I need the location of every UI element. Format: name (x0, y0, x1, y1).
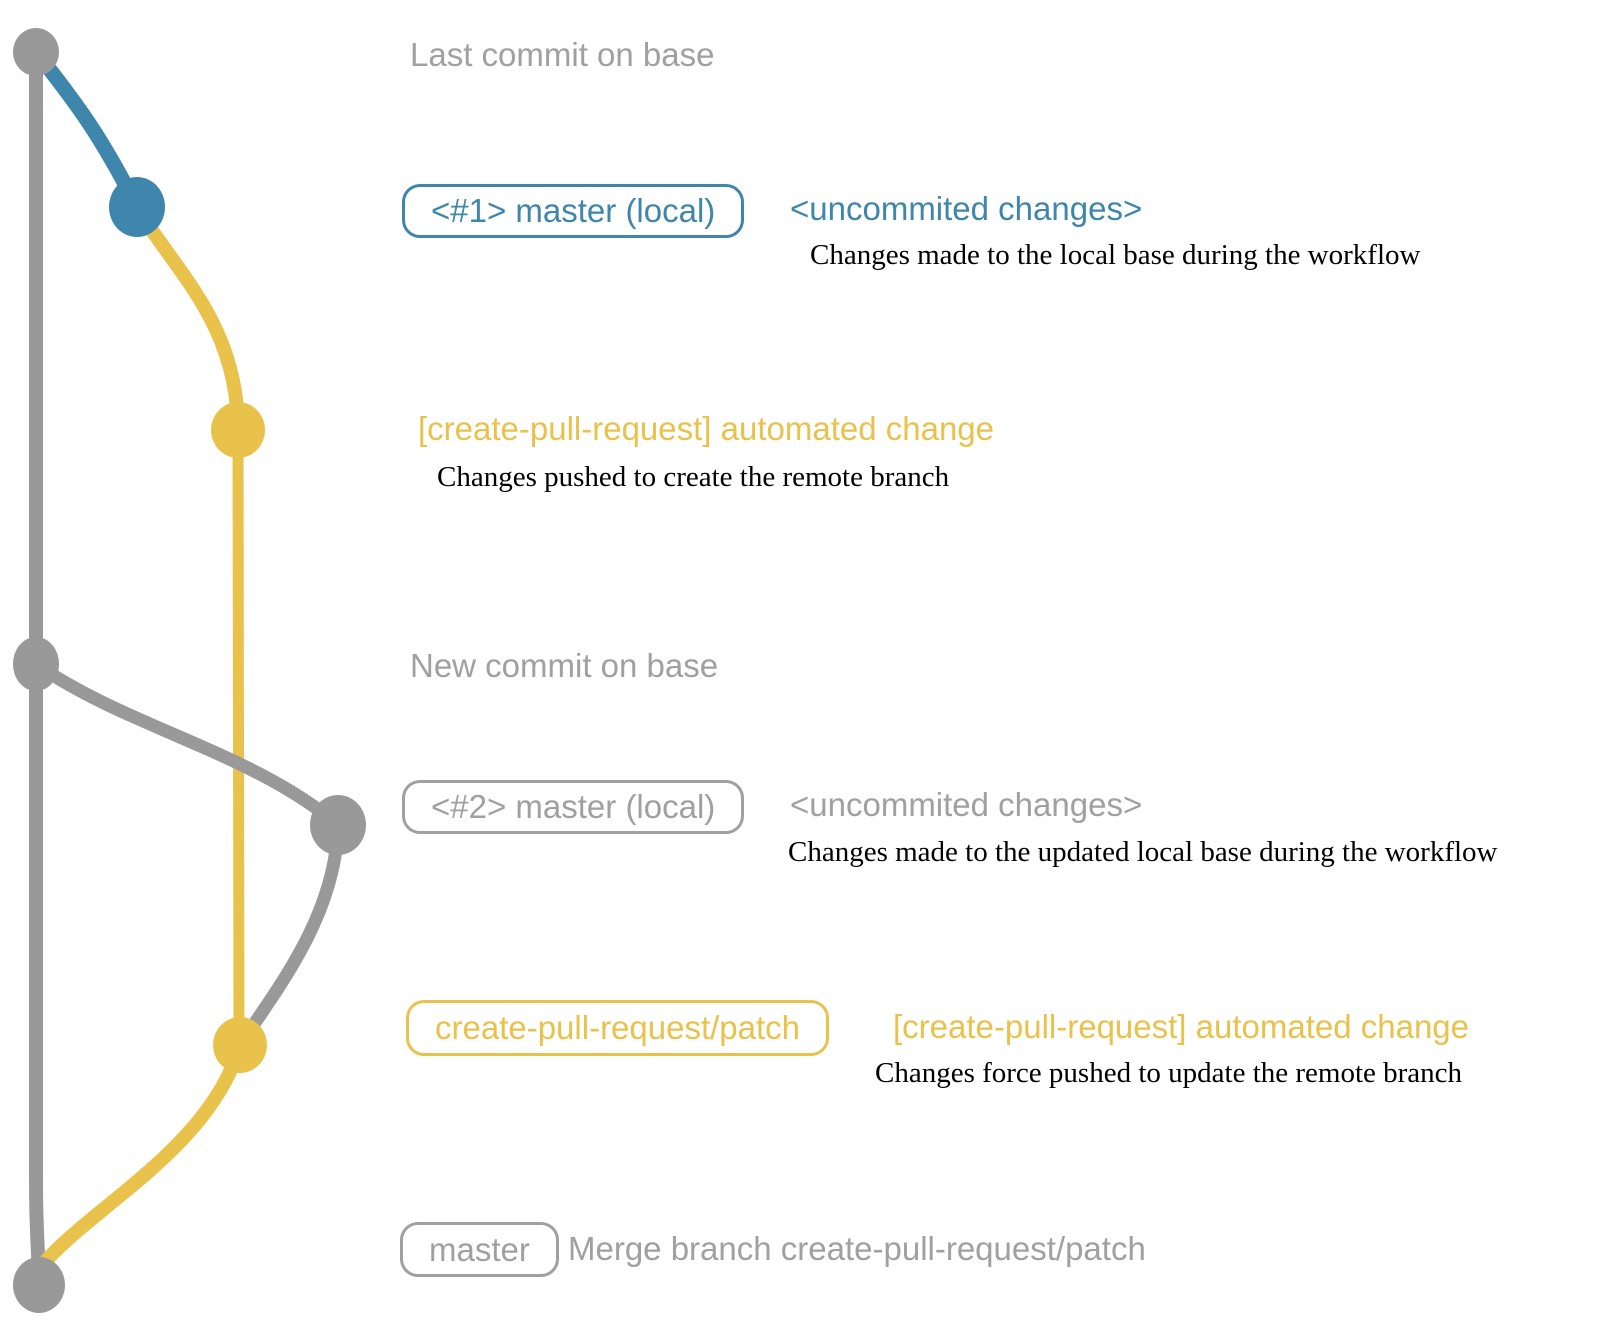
badge-master-local-1: <#1> master (local) (402, 184, 745, 238)
badge-master: master (400, 1222, 559, 1277)
commit-node-patch-2 (213, 1017, 267, 1073)
label-automated-change-2: [create-pull-request] automated change (893, 1008, 1470, 1045)
annotation-local-changes-2: Changes made to the updated local base d… (788, 836, 1498, 868)
branch-local-master-2-to-patch-line (236, 818, 345, 1047)
branch-local-master-2-line (29, 657, 345, 832)
commit-node-new-base (13, 637, 59, 691)
label-merge-branch: Merge branch create-pull-request/patch (568, 1230, 1146, 1267)
commit-node-last-base (13, 28, 59, 76)
label-uncommited-changes-2: <uncommited changes> (790, 786, 1143, 823)
badge-master-local-2: <#2> master (local) (402, 780, 745, 834)
commit-node-local-master-2 (310, 795, 366, 855)
annotation-force-push-update-remote: Changes force pushed to update the remot… (875, 1057, 1463, 1089)
badge-create-pull-request-patch: create-pull-request/patch (406, 1000, 830, 1056)
annotation-local-changes-1: Changes made to the local base during th… (810, 239, 1421, 271)
commit-node-merge (13, 1257, 65, 1313)
branch-patch-from-local-line (130, 200, 245, 437)
commit-node-local-master-1 (109, 177, 165, 237)
label-last-commit-on-base: Last commit on base (410, 36, 715, 73)
commit-node-patch-1 (211, 402, 265, 458)
branch-remote-patch-line (232, 424, 245, 1051)
label-automated-change-1: [create-pull-request] automated change (418, 410, 995, 447)
label-uncommited-changes-1: <uncommited changes> (790, 190, 1143, 227)
label-new-commit-on-base: New commit on base (410, 647, 719, 684)
annotation-push-create-remote: Changes pushed to create the remote bran… (437, 461, 950, 493)
branch-patch-merge-line (38, 1038, 247, 1269)
